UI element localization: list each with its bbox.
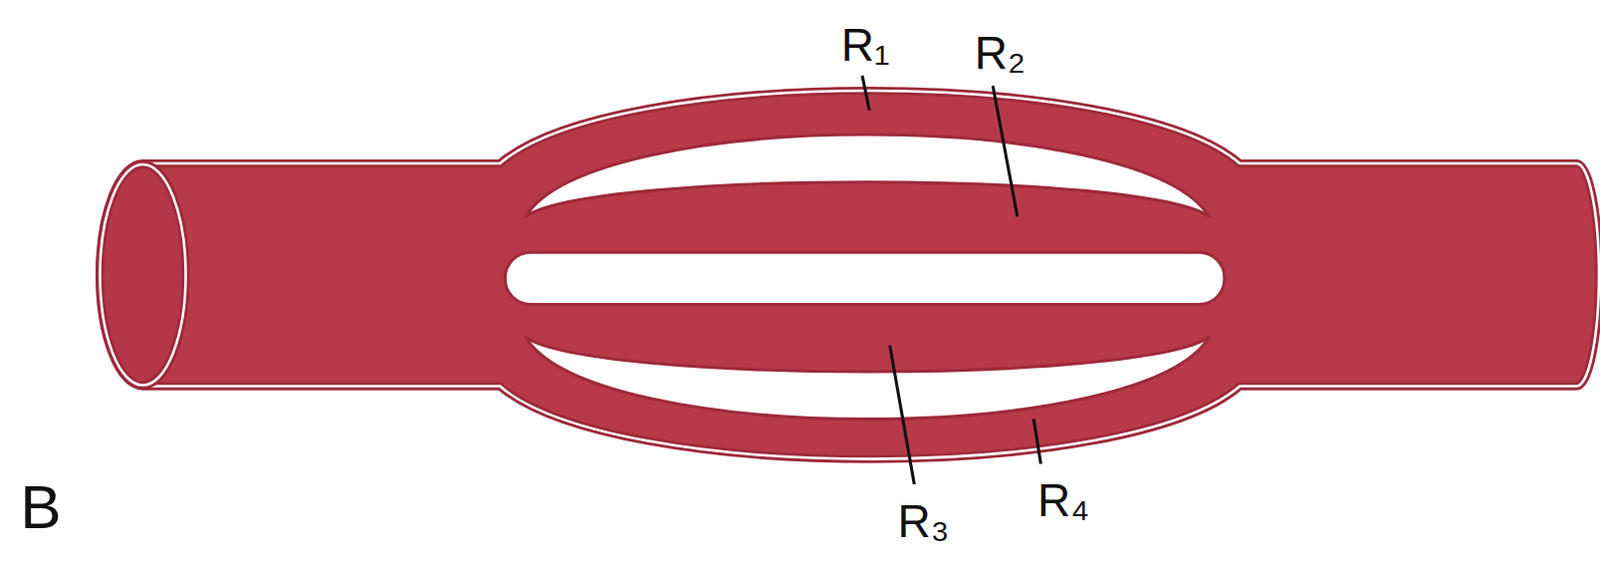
leader-line <box>890 345 915 484</box>
leader-line <box>992 85 1018 217</box>
leader-lines <box>862 75 1041 484</box>
vessel-opening <box>99 164 186 385</box>
leader-line <box>1033 418 1041 463</box>
vessel-wall-line <box>142 90 1599 459</box>
vessel-opening-rim <box>99 164 186 385</box>
vessel-slit <box>525 336 1210 419</box>
panel-letter: B <box>19 475 61 538</box>
vessel-slit <box>525 134 1210 217</box>
vessel-body <box>99 90 1600 459</box>
vessel-slit <box>504 251 1225 304</box>
part-label: R₄ <box>1037 476 1090 523</box>
part-label: R₁ <box>841 21 891 68</box>
leader-line <box>862 75 870 111</box>
part-label: R₂ <box>974 29 1026 76</box>
blood-vessel <box>99 90 1600 459</box>
part-label: R₃ <box>898 497 950 544</box>
